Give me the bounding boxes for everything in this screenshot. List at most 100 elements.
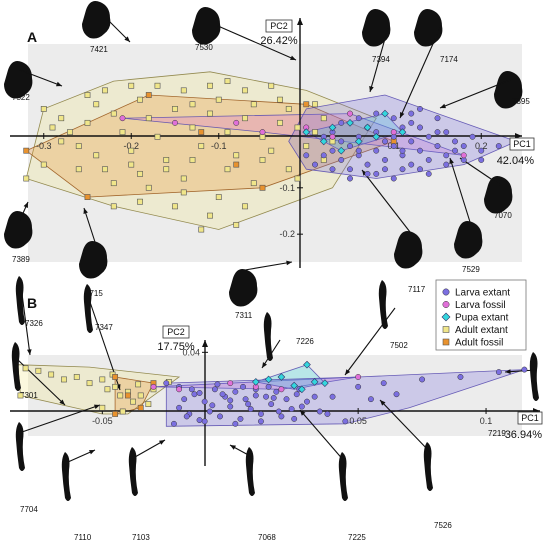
point-adult-extant [163,166,170,173]
point-adult-extant [215,194,222,200]
legend-label: Adult extant [455,325,508,336]
point-larva-fossil [278,386,285,393]
arrowhead-icon [290,55,296,60]
point-adult-extant [102,87,108,94]
specimen-label: 7526 [434,521,452,530]
specimen-label: 7389 [12,255,30,264]
x-tick-label: 0.05 [349,416,367,426]
point-adult-extant [224,166,231,173]
y-axis-arrow-icon [202,340,208,347]
panel-letter: B [27,295,37,311]
point-larva-extant [252,392,259,399]
arrowhead-icon [124,36,130,42]
arrow-7326 [21,293,31,356]
specimen-silhouette-7526 [423,442,433,491]
point-larva-extant [245,401,252,408]
series-larva-extant [303,105,502,182]
point-larva-extant [316,408,323,415]
point-larva-extant [303,152,310,159]
y-axis-arrow-icon [297,18,303,25]
legend-label: Larva fossil [455,300,506,311]
pc1-name-box [517,411,543,425]
point-larva-extant [211,386,218,393]
arrowhead-icon [440,103,446,109]
point-larva-extant [338,119,345,126]
point-adult-extant [40,106,47,112]
specimen-label: 7174 [440,55,458,64]
point-adult-extant [86,380,93,387]
series-adult-extant [17,365,172,415]
arrowhead-icon [83,208,88,214]
point-larva-extant [237,415,244,422]
point-larva-extant [291,415,298,422]
point-larva-extant [324,411,331,417]
specimen-label: 7219 [488,429,506,438]
point-adult-extant [207,110,213,117]
x-tick-label: -0.3 [36,141,52,151]
specimen-silhouette-7529 [454,221,483,259]
point-adult-fossil [125,392,131,399]
point-adult-extant [242,203,248,210]
point-adult-extant [93,152,100,159]
point-larva-extant [408,161,415,168]
y-tick-label: -0.2 [279,229,295,239]
point-adult-extant [154,133,161,140]
series-pupa-extant [251,360,329,394]
y-axis-variance: 17.75% [157,341,195,353]
point-adult-extant [119,129,126,136]
series-pupa-extant [302,109,407,155]
specimen-silhouette-7117 [394,231,423,269]
specimen-silhouette-7530 [192,7,221,45]
specimen-label: 7522 [12,93,30,102]
point-larva-extant [417,124,423,131]
point-larva-extant [373,170,380,177]
point-adult-extant [128,161,135,168]
point-larva-extant [181,396,188,403]
specimen-label: 7068 [258,533,276,542]
specimen-silhouette-7070 [484,176,513,214]
specimen-silhouette-7326 [15,276,25,325]
legend-marker-adult-extant [442,326,450,333]
point-adult-extant [145,115,152,122]
point-adult-extant [303,143,310,149]
point-larva-extant [209,402,216,409]
point-larva-extant [434,115,441,122]
point-larva-extant [232,420,239,427]
point-adult-extant [180,175,187,182]
point-larva-extant [329,147,336,154]
point-larva-extant [452,147,458,154]
point-larva-extant [347,143,353,149]
x-tick-label: 0.2 [475,141,488,151]
point-pupa-extant [264,375,273,384]
point-pupa-extant [381,109,389,118]
point-pupa-extant [354,137,363,146]
point-larva-extant [196,390,203,396]
point-adult-extant [102,166,108,173]
point-pupa-extant [363,123,372,132]
point-adult-extant [75,166,82,173]
point-larva-extant [478,147,485,154]
point-adult-extant [198,143,205,149]
arrow-7225 [299,409,346,463]
specimen-label: 7103 [132,533,150,542]
point-adult-extant [130,398,136,405]
x-axis-variance: 36.94% [505,429,543,441]
point-pupa-extant [303,360,311,369]
point-adult-fossil [137,404,144,411]
point-larva-extant [443,161,450,168]
point-larva-extant [457,374,464,380]
point-larva-extant [201,398,208,405]
point-larva-extant [355,115,362,122]
arrowhead-icon [369,86,374,92]
specimen-silhouette-7421 [82,1,111,39]
panel-letter: A [27,29,37,45]
point-larva-extant [393,391,400,398]
specimen-label: 7311 [235,311,253,320]
point-larva-extant [399,147,406,154]
point-larva-extant [434,143,441,149]
point-larva-fossil [329,133,336,140]
point-larva-extant [364,161,371,168]
point-larva-extant [390,175,397,182]
